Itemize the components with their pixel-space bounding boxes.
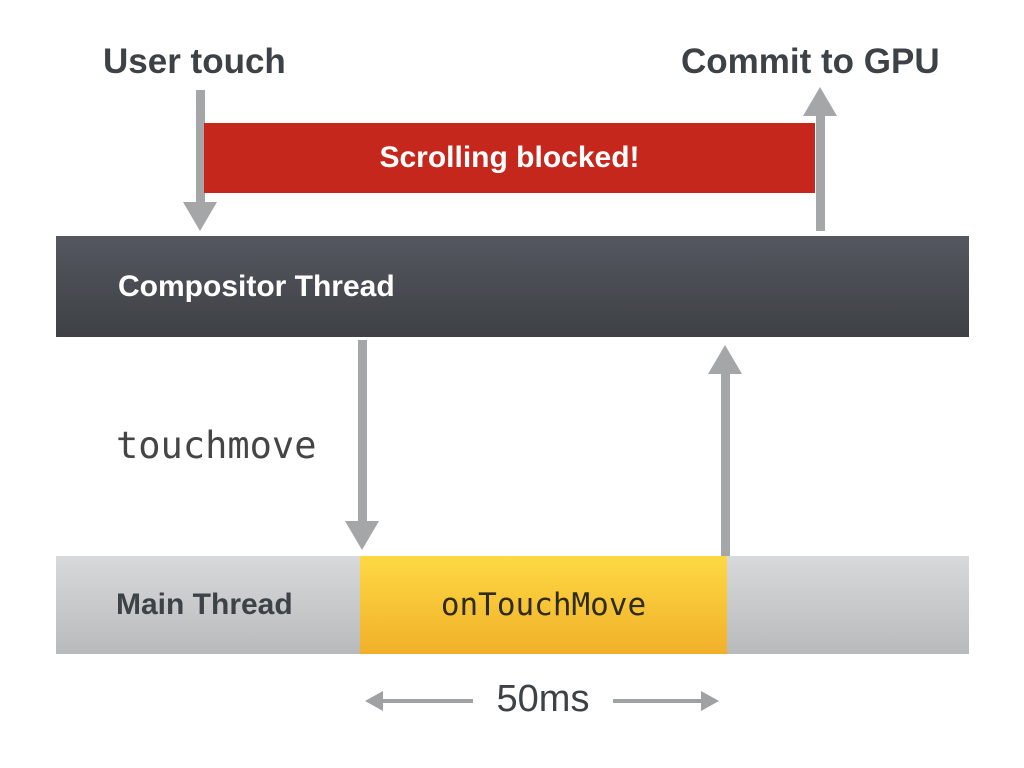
duration-line-left <box>381 699 473 703</box>
duration-line-right <box>613 699 703 703</box>
duration-label: 50ms <box>496 678 590 720</box>
main-thread-label: Main Thread <box>116 588 293 621</box>
arrow-left-icon <box>365 691 383 711</box>
compositor-thread-label: Compositor Thread <box>118 269 395 303</box>
arrow-up-icon <box>708 345 742 374</box>
user-touch-label: User touch <box>103 42 286 81</box>
touchmove-event-label: touchmove <box>116 424 317 467</box>
touchmove-arrow-shaft <box>358 340 367 522</box>
scrolling-blocked-label: Scrolling blocked! <box>379 141 640 174</box>
ontouchmove-label: onTouchMove <box>440 587 647 623</box>
commit-gpu-arrow-shaft <box>816 114 825 231</box>
arrow-up-icon <box>803 87 837 116</box>
arrow-down-icon <box>345 521 379 550</box>
compositor-thread-bar: Compositor Thread <box>56 236 969 337</box>
commit-to-gpu-label: Commit to GPU <box>681 42 940 81</box>
ontouchmove-task-segment: onTouchMove <box>360 556 727 654</box>
user-touch-arrow-shaft <box>196 90 205 203</box>
scrolling-blocked-banner: Scrolling blocked! <box>204 123 815 193</box>
arrow-down-icon <box>183 202 217 231</box>
arrow-right-icon <box>701 691 719 711</box>
reply-arrow-shaft <box>721 372 730 556</box>
